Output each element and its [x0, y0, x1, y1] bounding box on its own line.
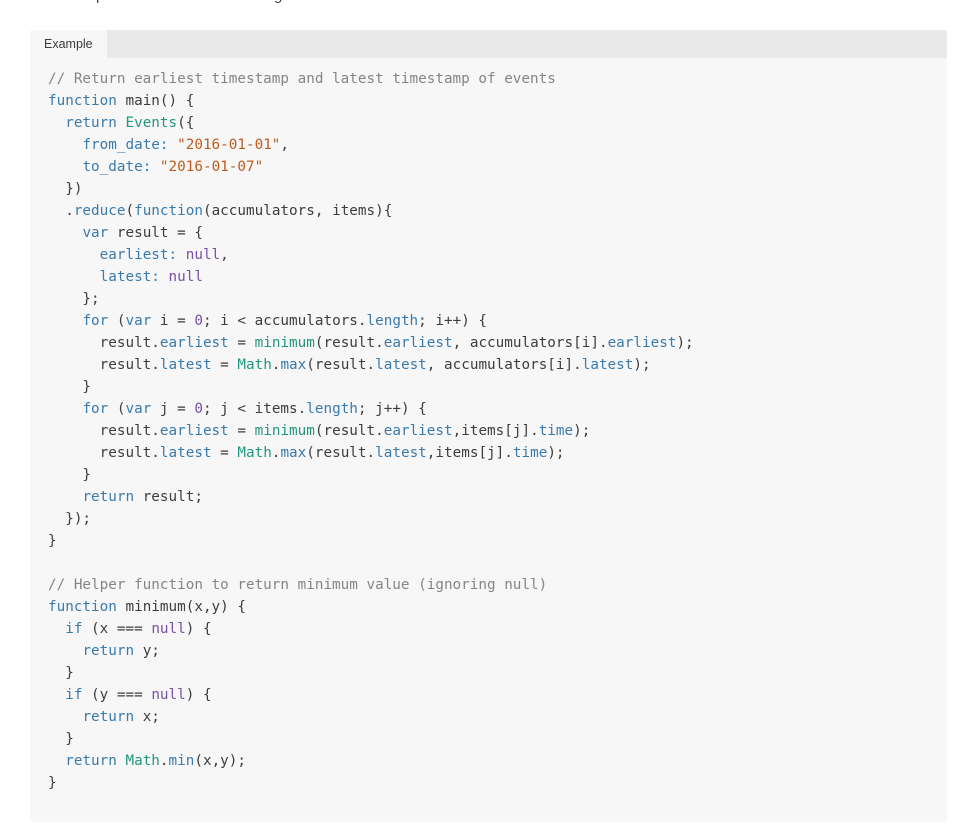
code-block: // Return earliest timestamp and latest …	[30, 58, 947, 822]
code-line: result.earliest = minimum(result.earlies…	[48, 335, 694, 351]
code-line	[48, 552, 929, 574]
code-line: result.latest = Math.max(result.latest, …	[48, 357, 651, 373]
code-line: }	[48, 467, 92, 483]
clipped-paragraph: pg	[0, 0, 960, 6]
code-line: function minimum(x,y) {	[48, 599, 246, 615]
code-line: }	[48, 665, 74, 681]
code-line: from_date: "2016-01-01",	[82, 137, 290, 153]
code-line: });	[48, 511, 92, 527]
clipped-glyph: p	[96, 0, 104, 4]
code-line: earliest: null,	[99, 247, 229, 263]
code-line: return y;	[82, 643, 160, 659]
code-line: }	[48, 731, 74, 747]
code-line: return Math.min(x,y);	[65, 753, 247, 769]
clipped-glyph: g	[274, 0, 282, 4]
code-line: to_date: "2016-01-07"	[82, 159, 264, 175]
code-line: return Events({	[65, 115, 195, 131]
code-line: return result;	[82, 489, 203, 505]
code-line: var result = {	[82, 225, 203, 241]
tab-example-label: Example	[44, 37, 93, 51]
tab-bar: Example	[30, 30, 947, 58]
code-line: latest: null	[99, 269, 203, 285]
code-line: result.latest = Math.max(result.latest,i…	[48, 445, 565, 461]
code-line: return x;	[82, 709, 160, 725]
code-line: }	[48, 775, 57, 791]
code-line: }	[48, 533, 57, 549]
code-line: function main() {	[48, 93, 195, 109]
code-line: }	[48, 379, 92, 395]
code-line: for (var j = 0; j < items.length; j++) {	[82, 401, 427, 417]
code-line: .reduce(function(accumulators, items){	[48, 203, 393, 219]
code-line: })	[48, 181, 83, 197]
code-line: for (var i = 0; i < accumulators.length;…	[82, 313, 488, 329]
code-line: };	[48, 291, 100, 307]
tab-bar-filler	[107, 30, 947, 58]
code-line: // Helper function to return minimum val…	[48, 577, 548, 593]
code-line: if (x === null) {	[65, 621, 212, 637]
code-example-panel: Example // Return earliest timestamp and…	[30, 30, 947, 822]
code-line: if (y === null) {	[65, 687, 212, 703]
code-line: // Return earliest timestamp and latest …	[48, 71, 556, 87]
code-line: result.earliest = minimum(result.earlies…	[48, 423, 591, 439]
tab-example[interactable]: Example	[30, 30, 107, 58]
